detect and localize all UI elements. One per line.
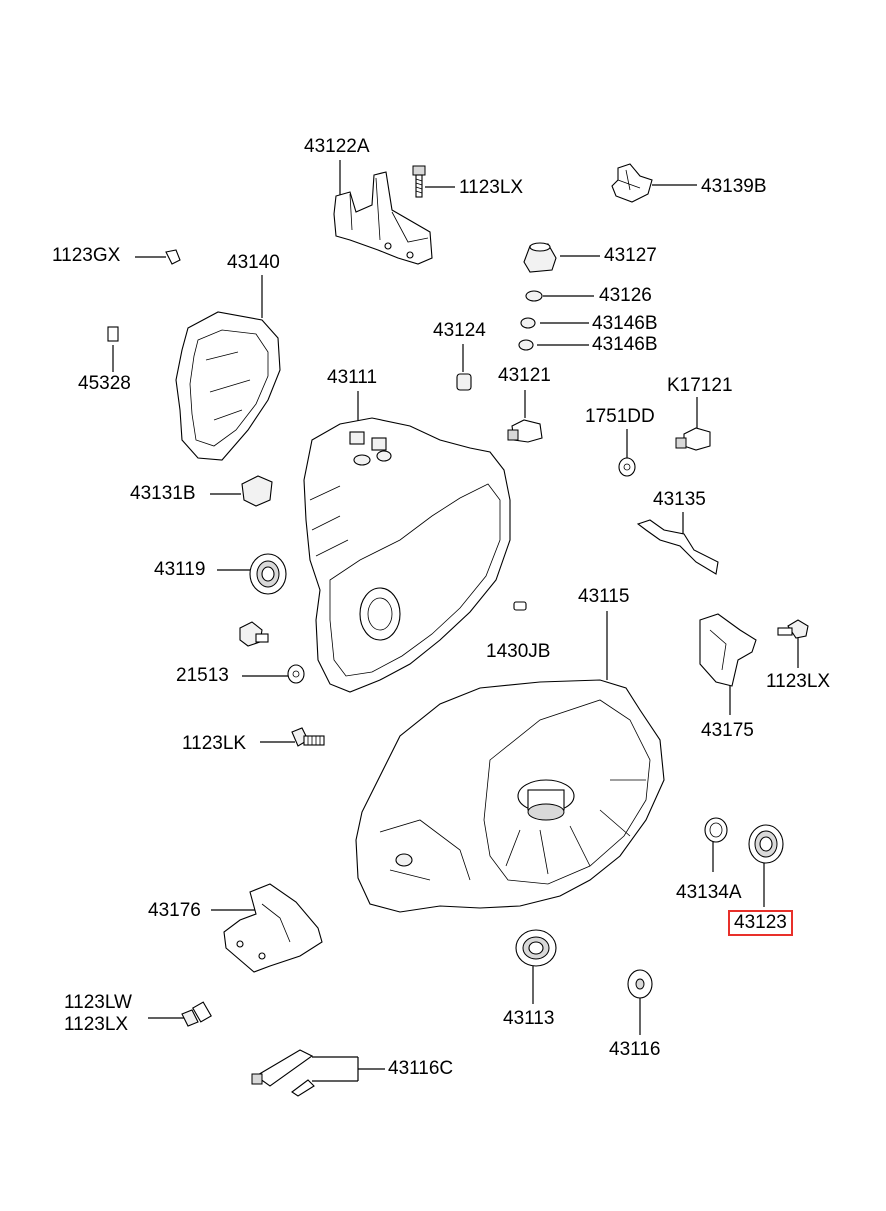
plug-43124 — [456, 373, 472, 391]
pin-45328 — [107, 326, 119, 342]
bracket-43175 — [699, 613, 757, 687]
bolt-1123LW — [181, 1001, 212, 1027]
label-1123LX-bot: 1123LX — [64, 1014, 129, 1035]
bolt-1123LK — [291, 727, 325, 747]
strip-43135 — [636, 519, 719, 575]
seal-43119 — [249, 553, 287, 595]
label-1123LW: 1123LW — [64, 992, 132, 1013]
label-43122A: 43122A — [304, 136, 370, 157]
bolt-1123LX-mid — [777, 619, 809, 639]
ring-43134A — [704, 817, 728, 843]
label-43146B-b: 43146B — [592, 334, 658, 355]
label-43111: 43111 — [327, 367, 378, 388]
label-21513: 21513 — [176, 665, 229, 686]
cap-43127 — [523, 242, 557, 273]
washer-43126 — [525, 290, 543, 302]
label-43135: 43135 — [653, 489, 706, 510]
plug-K17121 — [675, 427, 711, 451]
label-43116: 43116 — [609, 1039, 661, 1060]
bolt-stud — [239, 621, 269, 647]
dowel-1430JB — [513, 601, 527, 611]
label-43115: 43115 — [578, 586, 630, 607]
bearing-43113 — [515, 929, 557, 967]
bolt-1123LX-top — [412, 165, 426, 198]
label-1123LX-mid: 1123LX — [766, 671, 831, 692]
label-45328: 45328 — [78, 373, 131, 394]
label-43121: 43121 — [498, 365, 551, 386]
label-43140: 43140 — [227, 252, 280, 273]
label-43176: 43176 — [148, 900, 201, 921]
cover-43140 — [175, 311, 281, 461]
label-1123LX-top: 1123LX — [459, 177, 524, 198]
bushing-43146B-a — [520, 317, 536, 329]
label-1751DD: 1751DD — [585, 406, 655, 427]
seal-43123 — [748, 824, 784, 864]
sealant-43116C — [251, 1049, 315, 1097]
case-43111 — [303, 417, 511, 693]
leader-lines — [112, 160, 799, 1082]
label-43119: 43119 — [154, 559, 206, 580]
washer-21513 — [287, 664, 305, 684]
label-43113: 43113 — [503, 1008, 555, 1029]
bolt-1123GX — [165, 249, 181, 265]
label-K17121: K17121 — [667, 375, 733, 396]
bushing-43146B-b — [518, 339, 534, 351]
label-43123-highlighted: 43123 — [728, 910, 793, 936]
label-1123LK: 1123LK — [182, 733, 247, 754]
label-43126: 43126 — [599, 285, 652, 306]
label-43134A: 43134A — [676, 882, 742, 903]
housing-43115 — [355, 679, 665, 913]
label-43131B: 43131B — [130, 483, 196, 504]
clip-43139B — [611, 163, 653, 203]
bracket-43122A — [333, 171, 433, 265]
washer-1751DD — [618, 457, 636, 477]
label-43146B-a: 43146B — [592, 313, 658, 334]
label-43175: 43175 — [701, 720, 754, 741]
washer-43116 — [627, 969, 653, 999]
plug-43121 — [507, 419, 543, 443]
label-1430JB: 1430JB — [486, 641, 551, 662]
block-43131B — [241, 475, 273, 507]
label-43124: 43124 — [433, 320, 486, 341]
label-1123GX: 1123GX — [52, 245, 121, 266]
label-43127: 43127 — [604, 245, 657, 266]
label-43139B: 43139B — [701, 176, 767, 197]
cover-43176 — [223, 883, 323, 973]
label-43116C: 43116C — [388, 1058, 454, 1079]
